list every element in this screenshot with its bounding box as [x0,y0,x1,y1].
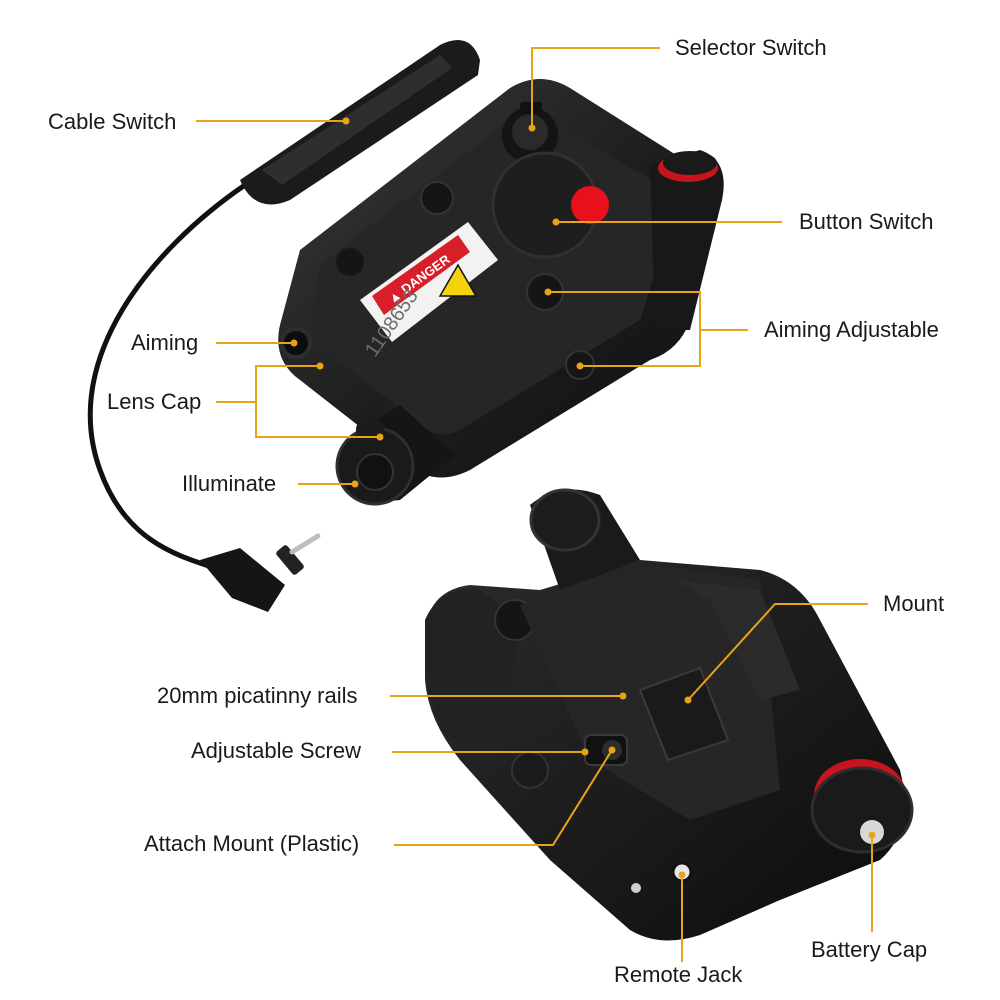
cable-switch-pad [240,40,480,205]
label-remote-jack: Remote Jack [614,962,743,987]
bottom-device [425,488,914,941]
label-picatinny-rails: 20mm picatinny rails [157,683,358,708]
leader-dots [290,117,876,879]
leader-mount [687,603,868,701]
label-aiming: Aiming [131,330,199,355]
label-lens-cap: Lens Cap [107,389,202,414]
label-battery-cap: Battery Cap [811,937,928,962]
laser-hazard-icon [438,263,478,297]
label-attach-mount: Attach Mount (Plastic) [144,831,360,856]
label-aiming-adjustable: Aiming Adjustable [764,317,939,342]
top-lens-cap [529,488,601,552]
label-selector-switch: Selector Switch [675,35,827,60]
plug-jack-icon [200,533,321,612]
label-cable-switch: Cable Switch [48,109,177,134]
leader-attach [394,749,613,846]
leader-lens-cap [216,365,320,403]
top-device: ▲ DANGER 1108653 [87,40,724,612]
leader-lens-cap-2 [255,402,380,438]
label-illuminate: Illuminate [182,471,277,496]
cable [87,182,248,571]
danger-sticker: ▲ DANGER [360,222,498,342]
leader-aiming-adj [548,291,748,331]
red-button [571,186,609,224]
label-button-switch: Button Switch [799,209,934,234]
label-adjustable-screw: Adjustable Screw [191,738,361,763]
adjustable-screw [584,734,628,766]
label-mount: Mount [883,591,945,616]
leader-selector [531,47,660,128]
leader-aiming-adj-2 [580,330,701,367]
leader-lines [196,47,873,962]
selector-knob [502,102,558,163]
